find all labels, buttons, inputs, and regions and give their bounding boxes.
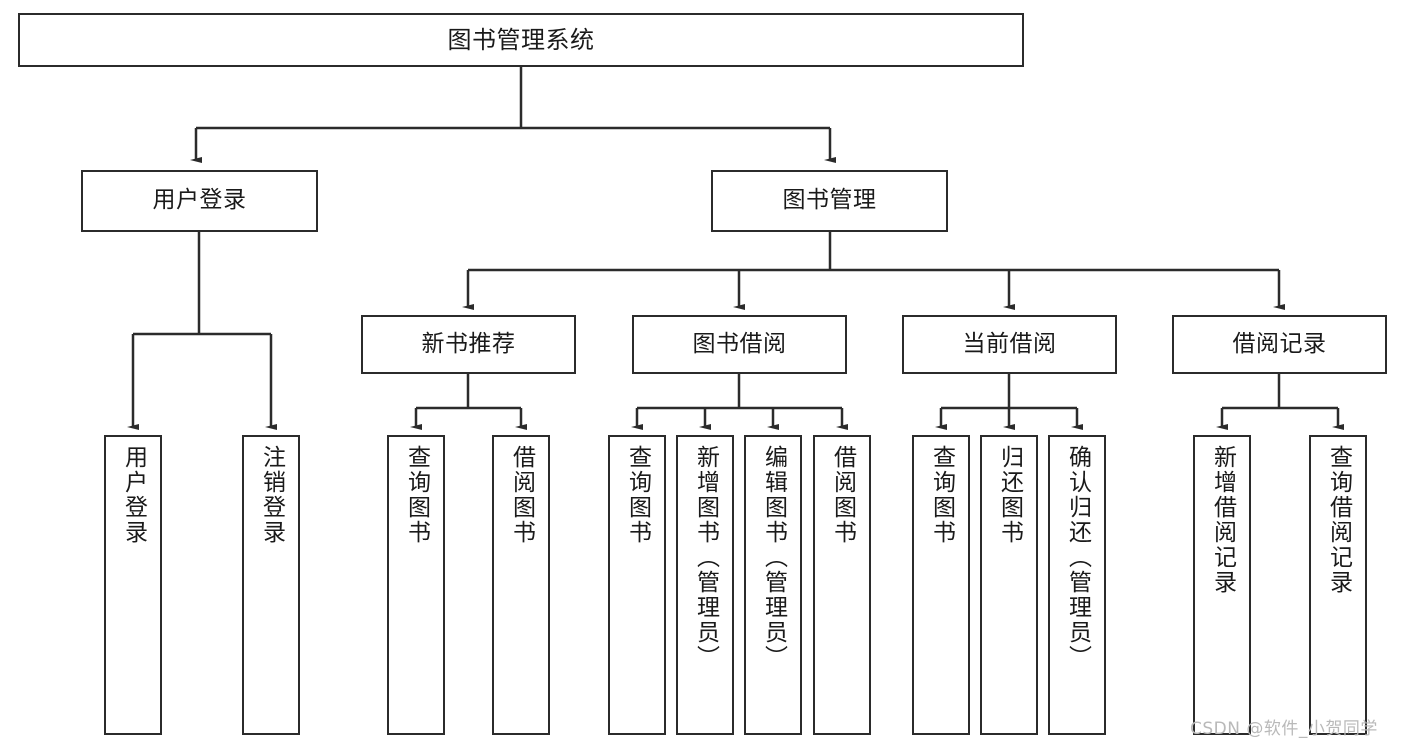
node-leaf-query-book-recommend[interactable]: 查询图书: [387, 435, 445, 735]
node-book-borrow[interactable]: 图书借阅: [632, 315, 847, 374]
node-label: 查询图书: [928, 445, 955, 545]
node-label: 查询借阅记录: [1325, 445, 1352, 595]
node-leaf-query-book-current[interactable]: 查询图书: [912, 435, 970, 735]
node-leaf-return-book[interactable]: 归还图书: [980, 435, 1038, 735]
node-new-book-recommend[interactable]: 新书推荐: [361, 315, 576, 374]
node-leaf-add-borrow-record[interactable]: 新增借阅记录: [1193, 435, 1251, 735]
node-label: 新书推荐: [421, 330, 516, 357]
node-root-system[interactable]: 图书管理系统: [18, 13, 1024, 67]
node-leaf-query-book-borrow[interactable]: 查询图书: [608, 435, 666, 735]
node-label: 新增图书（管理员）: [692, 445, 719, 670]
node-label: 查询图书: [624, 445, 651, 545]
node-label: 借阅图书: [829, 445, 856, 545]
node-label: 图书管理: [782, 187, 877, 214]
node-current-borrow[interactable]: 当前借阅: [902, 315, 1117, 374]
node-label: 图书管理系统: [447, 25, 595, 54]
node-label: 确认归还（管理员）: [1064, 445, 1091, 670]
node-user-login[interactable]: 用户登录: [81, 170, 318, 232]
node-leaf-confirm-return-admin[interactable]: 确认归还（管理员）: [1048, 435, 1106, 735]
node-leaf-query-borrow-record[interactable]: 查询借阅记录: [1309, 435, 1367, 735]
node-leaf-add-book-admin[interactable]: 新增图书（管理员）: [676, 435, 734, 735]
node-label: 编辑图书（管理员）: [760, 445, 787, 670]
node-label: 注销登录: [258, 445, 285, 545]
node-book-management[interactable]: 图书管理: [711, 170, 948, 232]
node-leaf-logout[interactable]: 注销登录: [242, 435, 300, 735]
node-label: 用户登录: [120, 445, 147, 545]
node-label: 查询图书: [403, 445, 430, 545]
node-label: 归还图书: [996, 445, 1023, 545]
node-leaf-borrow-book[interactable]: 借阅图书: [813, 435, 871, 735]
node-label: 新增借阅记录: [1209, 445, 1236, 595]
node-label: 图书借阅: [692, 330, 787, 357]
node-label: 当前借阅: [962, 330, 1057, 357]
node-label: 借阅记录: [1232, 330, 1327, 357]
csdn-watermark: CSDN @软件_小贺同学: [1190, 719, 1378, 739]
node-borrow-record[interactable]: 借阅记录: [1172, 315, 1387, 374]
node-label: 借阅图书: [508, 445, 535, 545]
node-leaf-edit-book-admin[interactable]: 编辑图书（管理员）: [744, 435, 802, 735]
node-label: 用户登录: [152, 187, 247, 214]
node-leaf-user-login[interactable]: 用户登录: [104, 435, 162, 735]
node-leaf-borrow-book-recommend[interactable]: 借阅图书: [492, 435, 550, 735]
